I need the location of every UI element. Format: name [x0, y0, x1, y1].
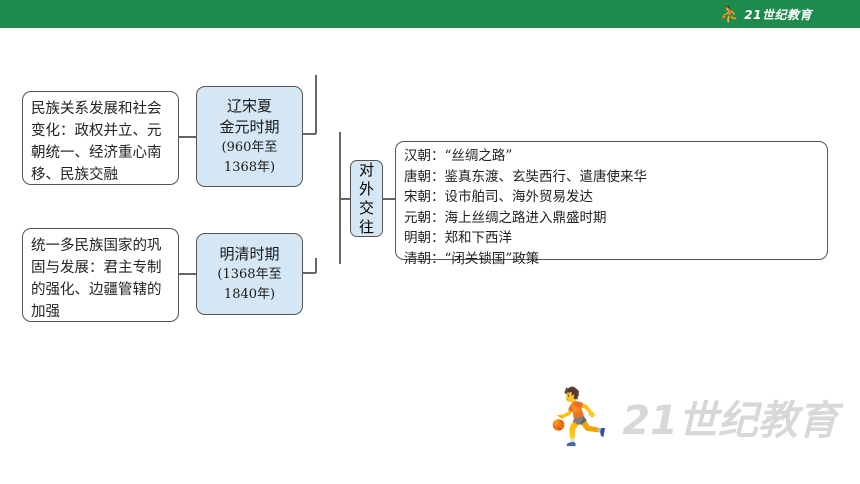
label-char: 对 — [358, 160, 374, 179]
period-name-line: 辽宋夏 — [226, 96, 272, 115]
header-bar: ⛹ 21世纪教育 — [0, 0, 860, 28]
connector-period1-right — [302, 133, 316, 135]
description-box-liao-song: 民族关系发展和社会变化：政权并立、元朝统一、经济重心南移、民族交融 — [22, 91, 179, 185]
list-item: 清朝：“闭关锁国”政策 — [404, 250, 540, 267]
label-char: 往 — [358, 217, 374, 236]
period-name-line: 明清时期 — [219, 244, 280, 263]
period-year-line: (960年至 — [221, 139, 278, 155]
foreign-relations-list: 汉朝：“丝绸之路” 唐朝：鉴真东渡、玄奘西行、遣唐使来华 宋朝：设市舶司、海外贸… — [395, 141, 828, 267]
period-box-ming-qing: 明清时期 (1368年至 1840年) — [196, 233, 303, 315]
connector-vertical-bottom — [315, 258, 317, 273]
logo-text: 21世纪教育 — [744, 7, 812, 22]
list-item: 明朝：郑和下西洋 — [404, 230, 512, 246]
connector-desc2-period2 — [179, 273, 196, 275]
watermark: ⛹ 21世纪教育 — [545, 385, 838, 449]
foreign-relations-label: 对 外 交 往 — [350, 160, 383, 237]
connector-foreign-branch — [339, 198, 350, 200]
list-item: 宋朝：设市舶司、海外贸易发达 — [404, 189, 593, 205]
list-item: 元朝：海上丝绸之路进入鼎盛时期 — [404, 209, 607, 226]
watermark-text: 21世纪教育 — [622, 398, 838, 444]
list-item: 汉朝：“丝绸之路” — [404, 148, 513, 164]
description-text: 统一多民族国家的巩固与发展：君主专制的强化、边疆管辖的加强 — [31, 238, 162, 320]
description-text: 民族关系发展和社会变化：政权并立、元朝统一、经济重心南移、民族交融 — [31, 101, 162, 183]
period-name-line: 金元时期 — [219, 117, 280, 136]
description-box-ming-qing: 统一多民族国家的巩固与发展：君主专制的强化、边疆管辖的加强 — [22, 228, 179, 322]
connector-vertical-top — [315, 75, 317, 134]
connector-desc1-period1 — [179, 136, 196, 138]
period-box-liao-song: 辽宋夏 金元时期 (960年至 1368年) — [196, 86, 303, 187]
runner-icon: ⛹ — [720, 4, 741, 24]
connector-period2-right — [302, 272, 316, 274]
connector-label-list — [383, 198, 395, 200]
period-year-line: 1840年) — [223, 286, 276, 302]
label-char: 外 — [358, 179, 374, 198]
list-item: 唐朝：鉴真东渡、玄奘西行、遣唐使来华 — [404, 168, 647, 185]
brand-logo: ⛹ 21世纪教育 — [720, 4, 812, 24]
label-char: 交 — [358, 198, 374, 217]
runner-icon: ⛹ — [545, 385, 613, 448]
period-year-line: 1368年) — [223, 159, 276, 175]
period-year-line: (1368年至 — [217, 266, 282, 282]
